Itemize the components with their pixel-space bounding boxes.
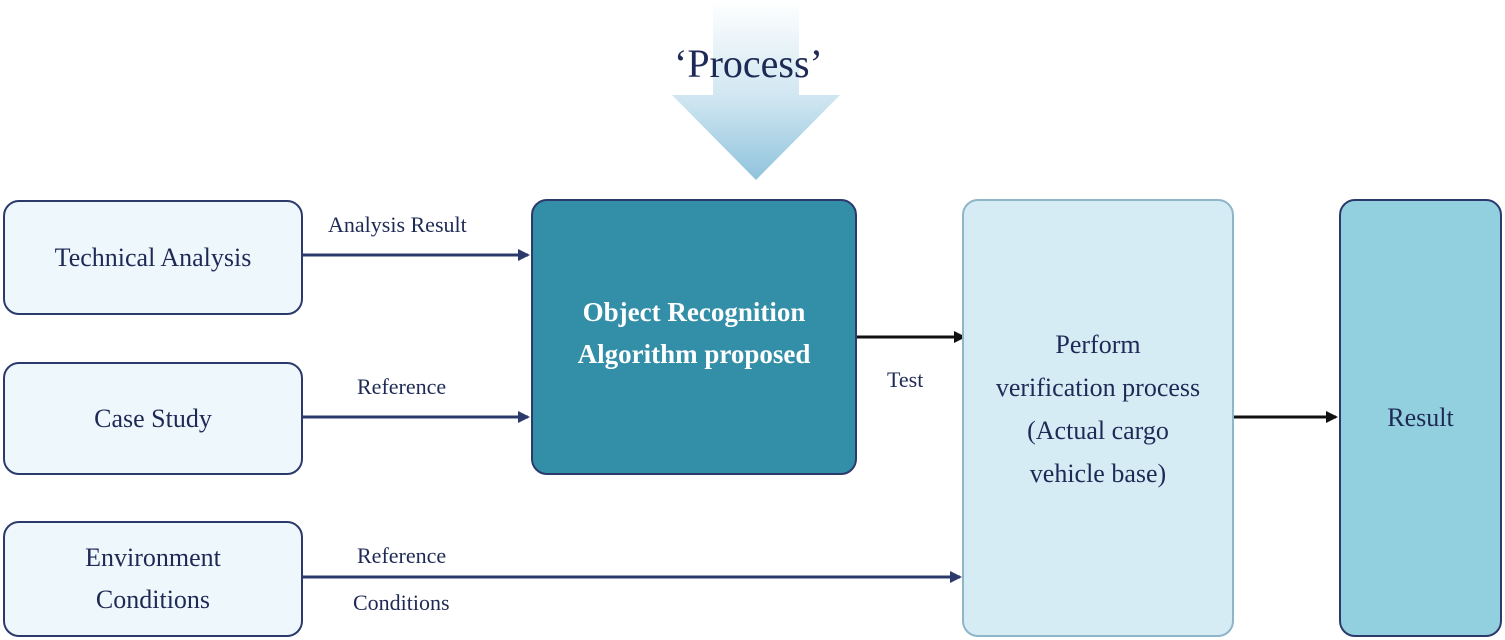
technical-analysis-label: Technical Analysis [54,242,252,272]
label-analysis-result: Analysis Result [328,212,467,237]
label-reference-2: Reference [357,543,447,568]
label-conditions: Conditions [353,590,450,615]
case-study-box: Case Study [3,362,303,475]
environment-conditions-label: Environment Conditions [85,543,221,614]
process-arrow [672,0,840,180]
environment-conditions-box: Environment Conditions [3,521,303,637]
result-box: Result [1339,199,1502,637]
label-test: Test [887,367,924,392]
algorithm-box: Object Recognition Algorithm proposed [531,199,857,475]
process-title: ‘Process’ [674,41,823,86]
verification-label: Perform verification process (Actual car… [995,330,1201,488]
label-reference-1: Reference [357,374,447,399]
result-label: Result [1387,403,1454,432]
algorithm-label: Object Recognition Algorithm proposed [577,297,811,369]
case-study-label: Case Study [94,403,212,433]
verification-box: Perform verification process (Actual car… [962,199,1234,637]
technical-analysis-box: Technical Analysis [3,200,303,315]
